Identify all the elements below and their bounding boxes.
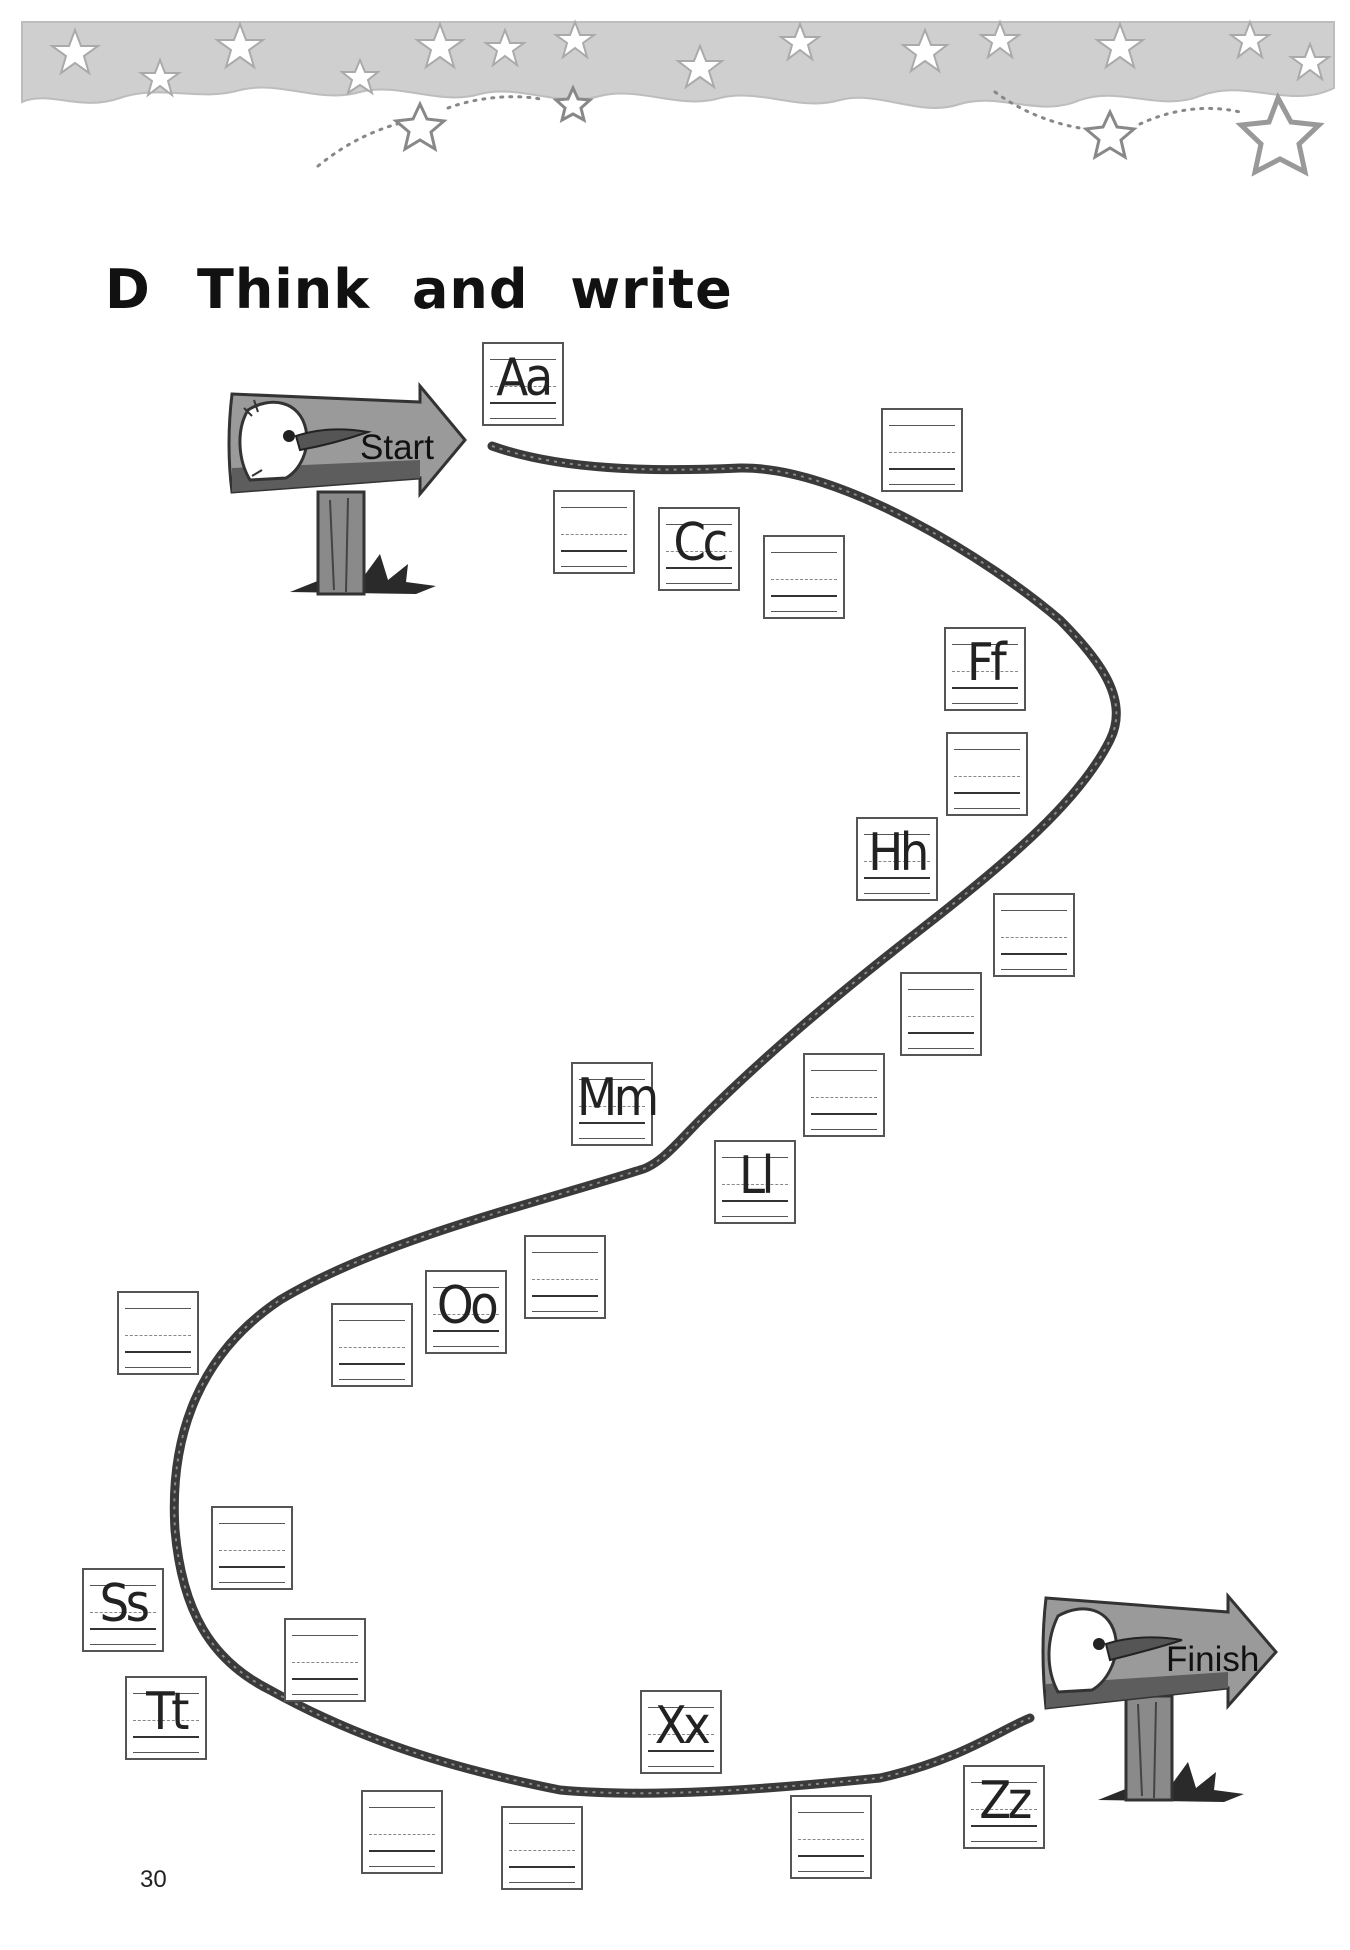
letter-box-e[interactable] bbox=[881, 408, 963, 492]
letter-box-f: Ff bbox=[944, 627, 1026, 711]
letter-box-h: Hh bbox=[856, 817, 938, 901]
start-sign-post bbox=[227, 381, 467, 596]
letter-box-w[interactable] bbox=[501, 1806, 583, 1890]
star-icon bbox=[977, 19, 1023, 60]
eagle-head-icon bbox=[238, 399, 372, 482]
box-letter: Ss bbox=[99, 1574, 150, 1634]
star-icon bbox=[482, 27, 528, 68]
star-banner bbox=[21, 21, 1335, 109]
letter-box-a: Aa bbox=[482, 342, 564, 426]
star-icon bbox=[900, 27, 950, 74]
letter-box-g[interactable] bbox=[946, 732, 1028, 816]
letter-box-z: Zz bbox=[963, 1765, 1045, 1849]
star-icon bbox=[552, 19, 598, 60]
letter-box-n[interactable] bbox=[524, 1235, 606, 1319]
letter-box-y[interactable] bbox=[790, 1795, 872, 1879]
star-icon bbox=[213, 21, 267, 70]
letter-box-v[interactable] bbox=[361, 1790, 443, 1874]
finish-sign-post bbox=[1041, 1591, 1278, 1802]
star-icon bbox=[137, 57, 183, 98]
star-icon bbox=[1082, 108, 1138, 161]
title-text: Think and write bbox=[197, 258, 733, 321]
eagle-head-icon bbox=[1047, 1607, 1183, 1694]
box-letter: Zz bbox=[979, 1771, 1032, 1831]
letter-box-t: Tt bbox=[125, 1676, 207, 1760]
page-number: 30 bbox=[140, 1866, 167, 1893]
star-icon bbox=[1235, 91, 1325, 177]
finish-label: Finish bbox=[1166, 1640, 1260, 1679]
box-letter: Oo bbox=[436, 1276, 499, 1336]
letter-box-x: Xx bbox=[640, 1690, 722, 1774]
letter-box-u[interactable] bbox=[284, 1618, 366, 1702]
box-letter: Xx bbox=[654, 1696, 711, 1756]
start-label: Start bbox=[360, 428, 434, 467]
star-icon bbox=[1227, 19, 1273, 60]
section-letter: D bbox=[105, 258, 151, 321]
sign-post bbox=[316, 490, 366, 596]
box-letter: Ff bbox=[966, 633, 1007, 693]
box-letter: Aa bbox=[496, 348, 553, 408]
letter-box-b[interactable] bbox=[553, 490, 635, 574]
box-letter: Cc bbox=[673, 513, 728, 573]
star-icon bbox=[339, 57, 381, 96]
banner-stars bbox=[48, 19, 1333, 98]
exercise-title: D Think and write bbox=[105, 258, 733, 321]
letter-box-q[interactable] bbox=[117, 1291, 199, 1375]
letter-box-o: Oo bbox=[425, 1270, 507, 1354]
sign-post bbox=[1124, 1694, 1174, 1802]
letter-box-l: Ll bbox=[714, 1140, 796, 1224]
star-icon bbox=[413, 21, 467, 70]
letter-box-m: Mm bbox=[571, 1062, 659, 1146]
letter-box-r[interactable] bbox=[211, 1506, 293, 1590]
star-icon bbox=[392, 100, 448, 153]
box-letter: Hh bbox=[868, 823, 929, 883]
box-letter: Mm bbox=[576, 1068, 659, 1128]
star-icon bbox=[552, 84, 594, 123]
letter-box-s: Ss bbox=[82, 1568, 164, 1652]
star-icon bbox=[675, 43, 725, 90]
star-icon bbox=[1287, 41, 1333, 82]
letter-box-j[interactable] bbox=[900, 972, 982, 1056]
letter-box-c: Cc bbox=[658, 507, 740, 591]
star-icon bbox=[48, 27, 102, 76]
letter-box-k[interactable] bbox=[803, 1053, 885, 1137]
outline-stars bbox=[392, 84, 1325, 177]
box-letter: Ll bbox=[739, 1146, 774, 1206]
letter-box-p[interactable] bbox=[331, 1303, 413, 1387]
box-letter: Tt bbox=[146, 1682, 189, 1742]
letter-box-i[interactable] bbox=[993, 893, 1075, 977]
star-icon bbox=[1093, 21, 1147, 70]
letter-box-d[interactable] bbox=[763, 535, 845, 619]
star-icon bbox=[777, 21, 823, 62]
